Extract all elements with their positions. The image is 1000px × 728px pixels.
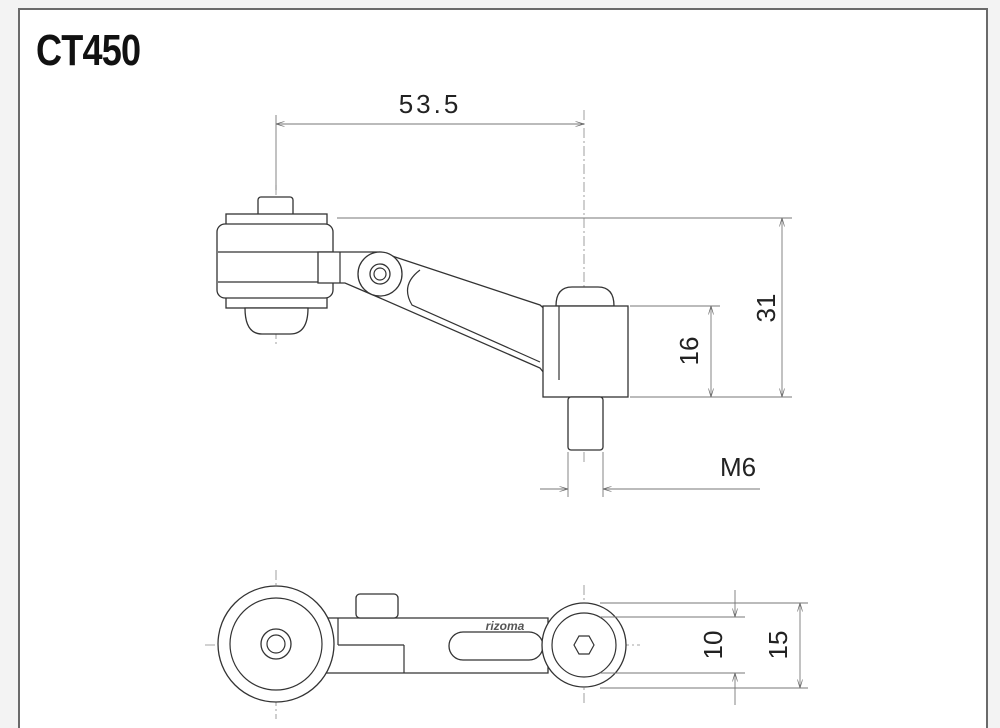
top-view: rizoma <box>205 570 640 719</box>
dimension-31: 31 <box>751 294 781 323</box>
drawing-title: CT450 <box>36 26 141 75</box>
front-dimensions: 53.5 31 16 M6 <box>275 89 792 497</box>
rizoma-logo: rizoma <box>486 619 525 633</box>
dimension-m6: M6 <box>720 452 756 482</box>
top-dimensions: 10 15 <box>600 590 808 705</box>
front-view <box>216 110 629 465</box>
dimension-10: 10 <box>698 631 728 660</box>
dimension-53-5: 53.5 <box>399 89 462 119</box>
dimension-16: 16 <box>674 337 704 366</box>
drawing-frame <box>18 8 988 728</box>
dimension-15: 15 <box>763 631 793 660</box>
